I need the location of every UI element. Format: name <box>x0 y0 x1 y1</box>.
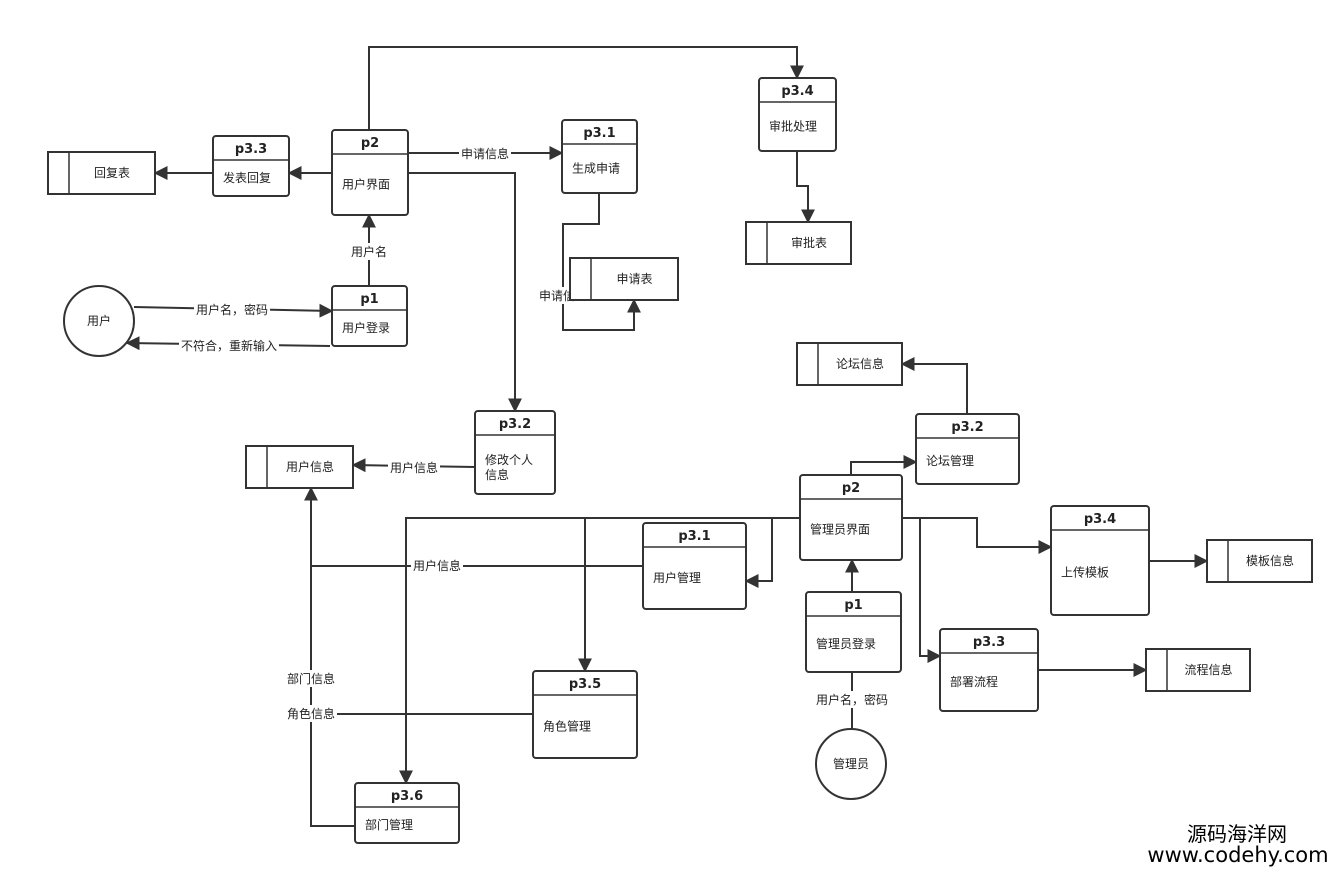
process-u-p34: p3.4 审批处理 <box>758 77 837 152</box>
process-id: p3.1 <box>678 529 710 544</box>
flow-label-role-info: 角色信息 <box>287 706 335 721</box>
flow-u-p2-to-p34 <box>368 46 804 130</box>
datastore-name: 流程信息 <box>1184 662 1232 677</box>
process-name: 上传模板 <box>1061 565 1109 580</box>
datastore-name: 回复表 <box>94 166 130 180</box>
entity-admin: 管理员 <box>815 728 887 800</box>
flow-a-p2-to-p33 <box>919 518 942 663</box>
process-name: 部门管理 <box>365 817 413 832</box>
datastore-name: 审批表 <box>791 235 827 250</box>
flow-a-p36-to-userinfo <box>304 486 355 827</box>
process-name: 发表回复 <box>223 170 271 185</box>
process-a-p33: p3.3 部署流程 <box>939 628 1039 712</box>
process-u-p33: p3.3 发表回复 <box>212 135 290 197</box>
entity-user: 用户 <box>63 285 135 357</box>
datastore-template: 模板信息 <box>1206 539 1313 583</box>
datastore-name: 模板信息 <box>1246 553 1294 568</box>
flow-a-p2-to-p32 <box>850 455 918 475</box>
process-id: p3.4 <box>1084 512 1116 527</box>
process-u-p1: p1 用户登录 <box>331 285 408 347</box>
process-a-p2: p2 管理员界面 <box>799 474 903 561</box>
flow-label-dept-info: 部门信息 <box>287 671 335 686</box>
process-a-p36: p3.6 部门管理 <box>354 782 460 844</box>
process-id: p2 <box>842 481 860 496</box>
process-id: p3.3 <box>973 635 1005 650</box>
process-name: 管理员界面 <box>810 522 870 537</box>
process-name: 用户界面 <box>342 177 390 192</box>
flow-label-apply-info: 申请信息 <box>461 146 509 161</box>
datastore-name: 论坛信息 <box>836 356 884 371</box>
process-id: p1 <box>360 292 378 307</box>
datastore-apply: 申请表 <box>569 257 679 301</box>
process-u-p2: p2 用户界面 <box>331 129 409 216</box>
process-name: 用户登录 <box>342 320 390 335</box>
flow-label-invalid-reenter: 不符合，重新输入 <box>181 338 277 353</box>
process-id: p3.6 <box>391 789 423 804</box>
flow-a-p2-to-p31 <box>744 518 773 588</box>
process-a-p34: p3.4 上传模板 <box>1050 505 1150 616</box>
flow-label-username-password: 用户名，密码 <box>196 302 268 317</box>
flow-label-user-info-2: 用户信息 <box>413 558 461 573</box>
entity-name: 管理员 <box>833 756 869 771</box>
process-name: 用户管理 <box>653 570 701 585</box>
process-name: 管理员登录 <box>816 636 876 651</box>
process-a-p31: p3.1 用户管理 <box>642 522 747 610</box>
flow-a-p2-to-p34 <box>902 517 1053 554</box>
process-a-p32: p3.2 论坛管理 <box>915 413 1020 485</box>
process-id: p3.2 <box>951 420 983 435</box>
process-id: p3.4 <box>781 84 813 99</box>
flow-u-p31-to-apply <box>562 193 641 331</box>
process-u-p32: p3.2 修改个人信息 <box>474 410 556 495</box>
process-id: p1 <box>844 598 862 613</box>
process-id: p3.5 <box>569 677 601 692</box>
datastore-name: 申请表 <box>616 272 652 286</box>
process-name: 论坛管理 <box>926 453 974 468</box>
process-id: p3.1 <box>583 126 615 141</box>
datastore-name: 用户信息 <box>286 459 334 474</box>
process-name: 修改个人信息 <box>485 452 533 482</box>
flow-u-p2-to-p32 <box>408 172 522 413</box>
process-id: p2 <box>361 136 379 151</box>
flow-a-p32-to-forum <box>900 357 968 414</box>
process-id: p3.3 <box>235 142 267 157</box>
entity-name: 用户 <box>87 313 111 328</box>
datastore-approve: 审批表 <box>745 221 852 265</box>
flow-label-user-info: 用户信息 <box>390 460 438 475</box>
datastore-flow: 流程信息 <box>1145 648 1251 692</box>
process-a-p1: p1 管理员登录 <box>805 591 902 673</box>
process-name: 角色管理 <box>543 719 591 734</box>
flow-label-username: 用户名 <box>351 244 387 259</box>
process-a-p35: p3.5 角色管理 <box>532 670 638 759</box>
datastore-forum: 论坛信息 <box>796 342 903 386</box>
flow-a-p2-top-bus <box>399 517 800 785</box>
datastore-userinfo: 用户信息 <box>245 445 354 489</box>
watermark-url: www.codehy.com <box>1147 843 1328 867</box>
flow-label-admin-username-password: 用户名，密码 <box>816 692 888 707</box>
datastore-reply: 回复表 <box>47 151 156 195</box>
watermark-title: 源码海洋网 <box>1187 822 1287 846</box>
flow-u-p34-to-approve <box>796 151 815 224</box>
process-name: 生成申请 <box>572 162 620 176</box>
process-name: 审批处理 <box>769 119 817 134</box>
process-id: p3.2 <box>499 417 531 432</box>
process-u-p31: p3.1 生成申请 <box>561 119 638 194</box>
process-name: 部署流程 <box>950 674 998 689</box>
